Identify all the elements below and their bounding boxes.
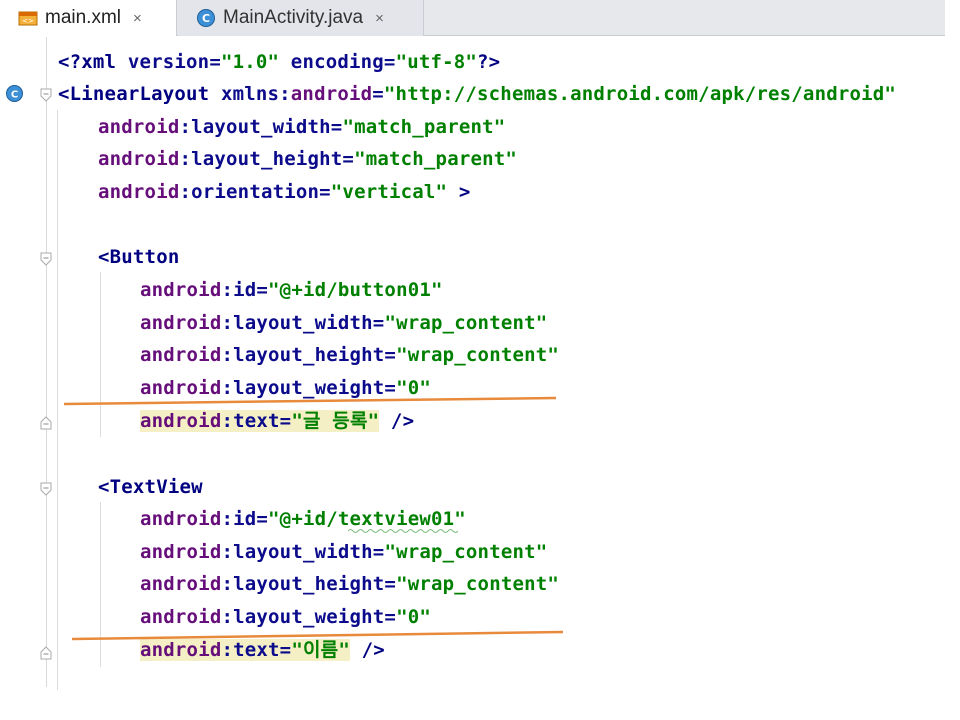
attr-name: :layout_width=	[179, 116, 343, 138]
xml-decl-name: xml	[81, 51, 117, 73]
indent-guide	[57, 110, 58, 690]
namespace: android	[140, 279, 222, 301]
namespace: android	[98, 116, 180, 138]
attr-value: "match_parent"	[354, 148, 518, 170]
gutter-separator	[46, 37, 47, 687]
code-line-1[interactable]: <?xml version="1.0" encoding="utf-8"?>	[58, 46, 500, 78]
namespace: android	[98, 148, 180, 170]
java-class-icon: C	[197, 9, 215, 27]
xml-decl-close: ?>	[477, 51, 501, 73]
code-line-8[interactable]: android:id="@+id/button01"	[140, 274, 443, 306]
attr-value: "wrap_content"	[396, 344, 560, 366]
namespace: android	[290, 83, 373, 105]
attr-value: "wrap_content"	[396, 573, 560, 595]
attr-name: xmlns:	[209, 83, 291, 105]
tab-main-xml[interactable]: <> main.xml ×	[0, 0, 177, 36]
fold-collapse-icon[interactable]	[38, 481, 54, 497]
code-line-18[interactable]: android:layout_weight="0"	[140, 601, 431, 633]
class-reference-icon[interactable]: C	[5, 84, 24, 103]
attr-value: "1.0"	[220, 51, 280, 73]
attr-name: :layout_height=	[221, 573, 397, 595]
attr-name: :layout_height=	[221, 344, 397, 366]
namespace: android	[140, 312, 222, 334]
attr-name: :layout_weight=	[221, 377, 397, 399]
attr-name: :text=	[221, 639, 292, 661]
attr-name: :layout_width=	[221, 312, 385, 334]
equals: =	[372, 83, 384, 105]
attr-name: :id=	[221, 279, 269, 301]
tab-mainactivity-java[interactable]: C MainActivity.java ×	[178, 0, 424, 36]
namespace: android	[140, 377, 222, 399]
close-icon[interactable]: ×	[375, 9, 384, 27]
namespace: android	[98, 181, 180, 203]
tag-name: <LinearLayout	[58, 83, 210, 105]
svg-text:<>: <>	[22, 17, 34, 25]
attr-name: :layout_weight=	[221, 606, 397, 628]
editor-tab-bar: <> main.xml × C MainActivity.java ×	[0, 0, 945, 36]
indent-guide	[100, 272, 101, 437]
code-line-4[interactable]: android:layout_height="match_parent"	[98, 143, 517, 175]
attr-value: "@+id/button01"	[268, 279, 443, 301]
attr-value: "wrap_content"	[384, 541, 548, 563]
fold-end-icon[interactable]	[38, 415, 54, 431]
code-line-16[interactable]: android:layout_width="wrap_content"	[140, 536, 547, 568]
code-line-2[interactable]: <LinearLayout xmlns:android="http://sche…	[58, 78, 896, 110]
tag-close: >	[447, 181, 471, 203]
indent-guide	[100, 502, 101, 667]
attr-name: :layout_height=	[179, 148, 355, 170]
namespace: android	[140, 639, 222, 661]
annotation-line	[63, 396, 557, 406]
namespace: android	[140, 573, 222, 595]
attr-name: :text=	[221, 410, 292, 432]
xml-decl-open: <?	[58, 51, 82, 73]
code-line-7[interactable]: <Button	[98, 241, 179, 273]
tab-label: main.xml	[45, 7, 122, 28]
fold-end-icon[interactable]	[38, 645, 54, 661]
attr-value: "utf-8"	[395, 51, 478, 73]
tag-name: <Button	[98, 246, 180, 268]
namespace: android	[140, 541, 222, 563]
attr-value: "0"	[396, 377, 431, 399]
attr-name: :layout_width=	[221, 541, 385, 563]
namespace: android	[140, 410, 222, 432]
tag-name: <TextView	[98, 476, 203, 498]
code-line-3[interactable]: android:layout_width="match_parent"	[98, 111, 505, 143]
attr-name: version=	[116, 51, 221, 73]
code-line-5[interactable]: android:orientation="vertical" >	[98, 176, 470, 208]
svg-text:C: C	[11, 90, 18, 101]
code-line-11[interactable]: android:layout_weight="0"	[140, 372, 431, 404]
code-line-17[interactable]: android:layout_height="wrap_content"	[140, 568, 559, 600]
namespace: android	[140, 344, 222, 366]
attr-value: "match_parent"	[342, 116, 506, 138]
svg-text:C: C	[202, 12, 210, 25]
tab-label: MainActivity.java	[223, 7, 364, 28]
namespace: android	[140, 508, 222, 530]
attr-value: "vertical"	[330, 181, 448, 203]
attr-value: "wrap_content"	[384, 312, 548, 334]
code-line-12[interactable]: android:text="글 등록" />	[140, 405, 414, 437]
tag-close: />	[349, 639, 385, 661]
attr-name: encoding=	[279, 51, 396, 73]
tag-close: />	[379, 410, 415, 432]
attr-value: "글 등록"	[291, 410, 380, 432]
attr-value: "0"	[396, 606, 431, 628]
code-line-14[interactable]: <TextView	[98, 471, 203, 503]
close-icon[interactable]: ×	[133, 9, 142, 27]
attr-value: "@+id/textview01"	[268, 508, 466, 530]
namespace: android	[140, 606, 222, 628]
attr-name: :id=	[221, 508, 269, 530]
spellcheck-squiggle	[348, 529, 458, 533]
annotation-line	[71, 630, 564, 641]
code-line-9[interactable]: android:layout_width="wrap_content"	[140, 307, 547, 339]
code-line-19[interactable]: android:text="이름" />	[140, 634, 385, 666]
attr-value: "이름"	[291, 639, 350, 661]
xml-file-icon: <>	[18, 11, 38, 26]
code-line-10[interactable]: android:layout_height="wrap_content"	[140, 339, 559, 371]
fold-collapse-icon[interactable]	[38, 87, 54, 103]
attr-value: "http://schemas.android.com/apk/res/andr…	[383, 83, 897, 105]
attr-name: :orientation=	[179, 181, 331, 203]
fold-collapse-icon[interactable]	[38, 251, 54, 267]
code-line-15[interactable]: android:id="@+id/textview01"	[140, 503, 466, 535]
